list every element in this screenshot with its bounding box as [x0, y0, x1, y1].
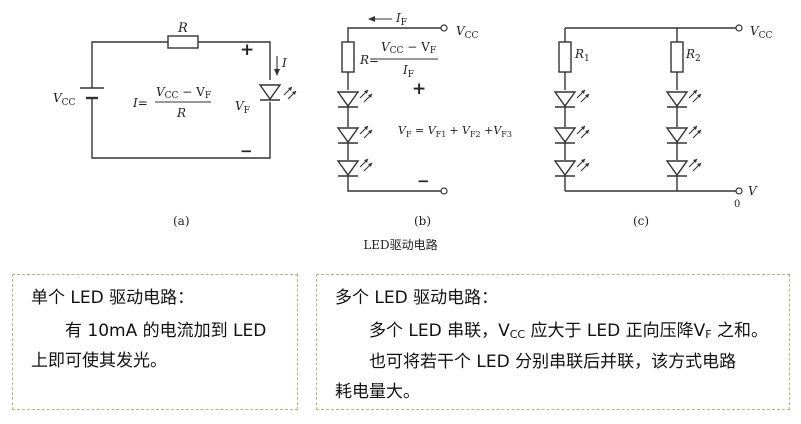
multi-led-parallel-text-line1: 也可将若干个 LED 分别串联后并联，该方式电路: [369, 352, 737, 372]
r1-label-c: R1: [574, 47, 590, 64]
formula-a: I= VCC − VF R: [132, 85, 211, 120]
resistor-label-a: R: [177, 21, 188, 36]
single-led-text-line2: 上即可使其发光。: [31, 351, 167, 371]
multi-led-parallel-text-line2: 耗电量大。: [335, 382, 420, 402]
diagram-title: LED驱动电路: [363, 238, 438, 252]
minus-sign-b: −: [417, 172, 430, 190]
vcc-terminal-b: [440, 24, 448, 32]
circuit-a: [80, 35, 278, 159]
led-driver-circuit-diagram: R + − I VCC VF I= VCC − VF R (a) IF VCC …: [53, 11, 773, 228]
svg-text:R=: R=: [359, 53, 379, 67]
vcc-label-b: VCC: [456, 24, 479, 41]
svg-text:VCC − VF: VCC − VF: [156, 85, 211, 101]
circuit-b: [341, 18, 442, 192]
minus-sign-a: −: [240, 142, 253, 160]
formula-b: R= VCC − VF IF: [359, 40, 438, 80]
caption-c: (c): [633, 214, 649, 228]
if-label-b: IF: [395, 11, 407, 28]
multi-led-heading: 多个 LED 驱动电路：: [335, 288, 499, 308]
svg-text:IF: IF: [402, 63, 414, 80]
vcc-terminal-c: [735, 24, 743, 32]
vcc-label-a: VCC: [53, 91, 76, 108]
ground-terminal-b: [440, 187, 448, 195]
current-label-a: I: [281, 56, 287, 70]
zero-label-c: 0: [734, 199, 740, 210]
svg-text:VCC − VF: VCC − VF: [381, 40, 436, 56]
caption-b: (b): [414, 214, 431, 228]
caption-a: (a): [173, 214, 190, 228]
multi-led-series-text: 多个 LED 串联，VCC 应大于 LED 正向压降VF 之和。: [369, 321, 769, 341]
single-led-text-line1: 有 10mA 的电流加到 LED: [65, 321, 267, 341]
multi-led-note-box: 多个 LED 驱动电路： 多个 LED 串联，VCC 应大于 LED 正向压降V…: [316, 274, 790, 410]
plus-sign-b: +: [412, 79, 426, 99]
svg-text:I=: I=: [132, 96, 148, 110]
vcc-label-c: VCC: [750, 24, 773, 41]
v-label-c: V: [748, 184, 758, 198]
vf-label-a: VF: [235, 99, 250, 116]
ground-terminal-c: [735, 187, 743, 195]
single-led-note-box: 单个 LED 驱动电路： 有 10mA 的电流加到 LED 上即可使其发光。: [12, 274, 298, 410]
plus-sign-a: +: [240, 40, 254, 60]
circuit-c: [558, 27, 737, 192]
svg-text:R: R: [176, 106, 186, 120]
r2-label-c: R2: [685, 47, 701, 64]
single-led-heading: 单个 LED 驱动电路：: [31, 288, 195, 308]
vf-sum-formula-b: VF = VF1+ VF2 +VF3: [398, 124, 512, 139]
